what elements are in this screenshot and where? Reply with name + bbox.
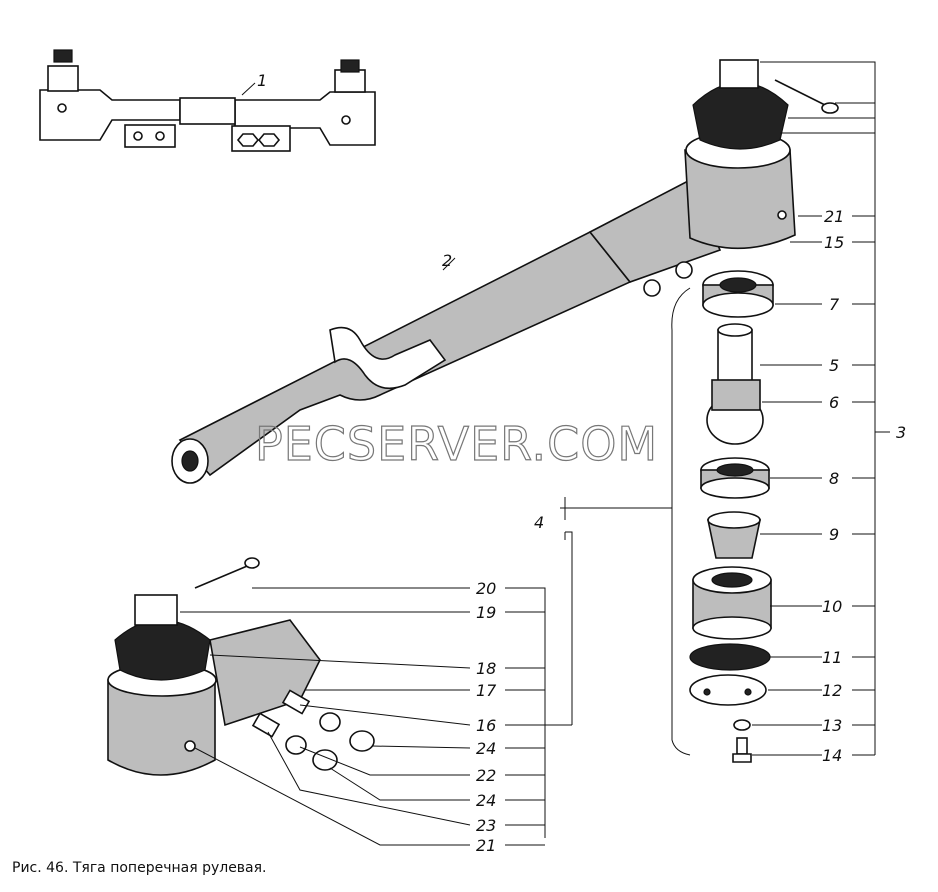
label-24-upper: 24 bbox=[476, 739, 496, 758]
label-15: 15 bbox=[824, 233, 844, 252]
label-6: 6 bbox=[829, 393, 839, 412]
label-8: 8 bbox=[829, 469, 839, 488]
label-18: 18 bbox=[476, 659, 496, 678]
part-labels: 1 2 3 4 21 15 7 5 6 8 9 10 11 12 13 14 2… bbox=[257, 71, 906, 855]
label-3: 3 bbox=[896, 423, 906, 442]
label-24-lower: 24 bbox=[476, 791, 496, 810]
label-9: 9 bbox=[829, 525, 839, 544]
label-21-top: 21 bbox=[824, 207, 844, 226]
label-10: 10 bbox=[822, 597, 842, 616]
label-23: 23 bbox=[476, 816, 496, 835]
leader-lines bbox=[180, 61, 890, 846]
label-22: 22 bbox=[476, 766, 496, 785]
label-4: 4 bbox=[534, 513, 544, 532]
label-1: 1 bbox=[257, 71, 267, 90]
label-5: 5 bbox=[829, 356, 839, 375]
label-17: 17 bbox=[476, 681, 497, 700]
label-12: 12 bbox=[822, 681, 842, 700]
label-13: 13 bbox=[822, 716, 842, 735]
label-20: 20 bbox=[476, 579, 496, 598]
label-21-bottom: 21 bbox=[476, 836, 496, 855]
label-14: 14 bbox=[822, 746, 842, 765]
lower-ball-joint bbox=[107, 557, 375, 776]
label-11: 11 bbox=[822, 648, 842, 667]
upper-ball-joint bbox=[643, 59, 839, 297]
figure-caption: Рис. 46. Тяга поперечная рулевая. bbox=[12, 860, 267, 876]
exploded-parts bbox=[689, 270, 774, 763]
label-19: 19 bbox=[476, 603, 496, 622]
label-16: 16 bbox=[476, 716, 496, 735]
overview-assembly bbox=[39, 49, 376, 152]
watermark-text: PECSERVER.COM bbox=[255, 417, 658, 471]
label-2: 2 bbox=[442, 251, 452, 270]
label-7: 7 bbox=[829, 295, 840, 314]
